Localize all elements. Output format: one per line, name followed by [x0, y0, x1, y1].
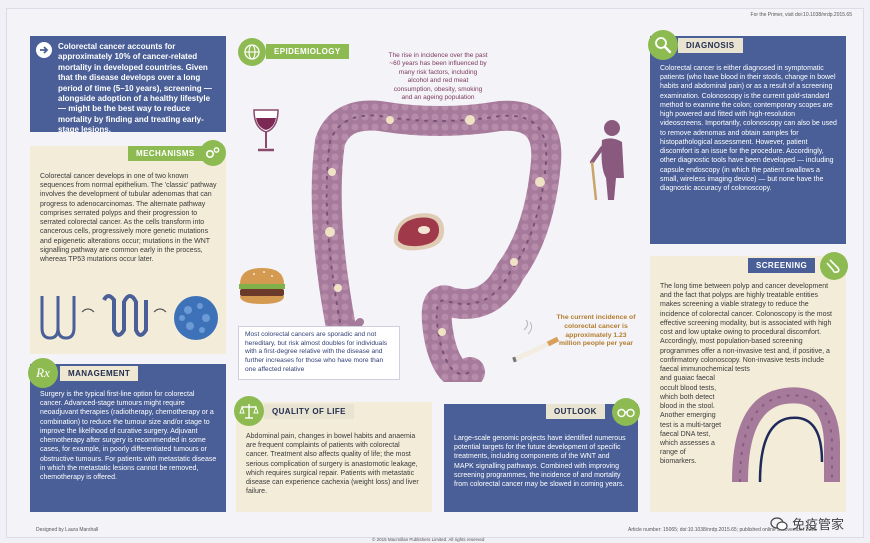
diagnosis-panel: Colorectal cancer is either diagnosed in… [650, 36, 846, 244]
intro-text: Colorectal cancer accounts for approxima… [58, 42, 212, 135]
screening-text-narrow: and guaiac faecal occult blood tests, wh… [660, 375, 722, 466]
sporadic-callout: Most colorectal cancers are sporadic and… [238, 326, 400, 380]
designer-credit: Designed by Laura Marshall [36, 527, 99, 533]
rx-icon: Rx [28, 358, 58, 388]
copyright-note: © 2015 Macmillan Publishers Limited. All… [372, 537, 485, 542]
management-text: Surgery is the typical first-line option… [40, 391, 217, 482]
primer-note: For the Primer, visit doi:10.1038/nrdp.2… [750, 12, 852, 18]
diagnosis-tag: DIAGNOSIS [678, 38, 743, 53]
epidemiology-tag: EPIDEMIOLOGY [266, 44, 349, 59]
globe-icon [238, 38, 266, 66]
article-reference: Article number: 15065; doi:10.1038/nrdp.… [628, 527, 817, 533]
scales-icon [234, 396, 264, 426]
quality-of-life-text: Abdominal pain, changes in bowel habits … [246, 433, 419, 496]
management-panel: Surgery is the typical first-line option… [30, 364, 226, 512]
colonoscope-illustration [732, 387, 840, 483]
magnifier-icon [648, 30, 678, 60]
binoculars-icon [612, 398, 640, 426]
screening-panel: The long time between polyp and cancer d… [650, 256, 846, 512]
outlook-text: Large-scale genomic projects have identi… [454, 435, 626, 489]
mechanisms-panel: Colorectal cancer develops in one of two… [30, 146, 226, 354]
quality-of-life-panel: Abdominal pain, changes in bowel habits … [236, 402, 432, 512]
wechat-icon [770, 516, 788, 531]
quality-of-life-tag: QUALITY OF LIFE [264, 404, 354, 419]
epithelium-sequence-illustration [40, 294, 218, 340]
steak-icon [393, 213, 445, 251]
screening-text-main: The long time between polyp and cancer d… [660, 283, 832, 374]
sporadic-text: Most colorectal cancers are sporadic and… [245, 331, 388, 373]
gears-icon [200, 140, 226, 166]
outlook-panel: Large-scale genomic projects have identi… [444, 404, 638, 512]
wechat-watermark: 免疫管家 [770, 514, 844, 533]
incidence-text: The current incidence of colorectal canc… [556, 314, 636, 348]
screening-tag: SCREENING [748, 258, 816, 273]
rx-icon-letter: Rx [36, 365, 50, 380]
outlook-tag: OUTLOOK [546, 404, 605, 419]
risk-factors-text: The rise in incidence over the past ~60 … [388, 52, 488, 102]
burger-icon [239, 268, 285, 304]
test-tube-icon [820, 252, 848, 280]
management-tag: MANAGEMENT [60, 366, 139, 381]
diagnosis-text: Colorectal cancer is either diagnosed in… [660, 65, 837, 193]
watermark-text: 免疫管家 [791, 518, 844, 533]
intro-panel: Colorectal cancer accounts for approxima… [30, 36, 226, 134]
mechanisms-text: Colorectal cancer develops in one of two… [40, 173, 217, 264]
cigarette-icon [512, 320, 560, 363]
wine-glass-icon [253, 109, 279, 152]
mechanisms-tag: MECHANISMS [128, 146, 203, 161]
arrow-icon [36, 42, 52, 58]
elderly-person-icon [590, 120, 624, 201]
